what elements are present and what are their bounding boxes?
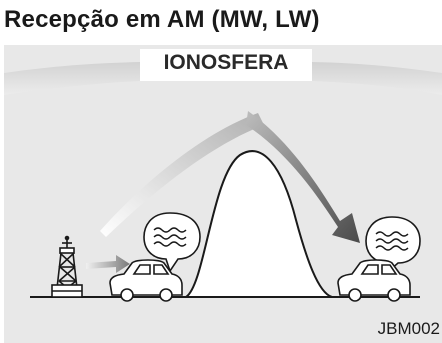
page-title: Recepção em AM (MW, LW) xyxy=(4,6,320,33)
radio-tower-icon xyxy=(51,235,83,298)
am-reception-diagram: IONOSFERA JBM002 xyxy=(0,45,442,343)
signal-wave-icon xyxy=(375,231,409,251)
ionosphere-label-box xyxy=(140,49,312,81)
car-icon xyxy=(337,259,411,302)
ground-wave-arrow xyxy=(86,255,130,273)
mountain-shape xyxy=(182,150,333,298)
diagram-canvas xyxy=(4,45,442,343)
ionosphere-band-right xyxy=(312,62,442,95)
figure-code: JBM002 xyxy=(377,319,440,338)
car-icon xyxy=(109,259,183,302)
ionosphere-band-left xyxy=(4,62,140,95)
ionosphere-label: IONOSFERA xyxy=(163,51,289,74)
skywave-up-arrow xyxy=(100,113,264,237)
signal-wave-icon xyxy=(153,227,187,247)
skywave-down-arrow xyxy=(246,111,360,243)
